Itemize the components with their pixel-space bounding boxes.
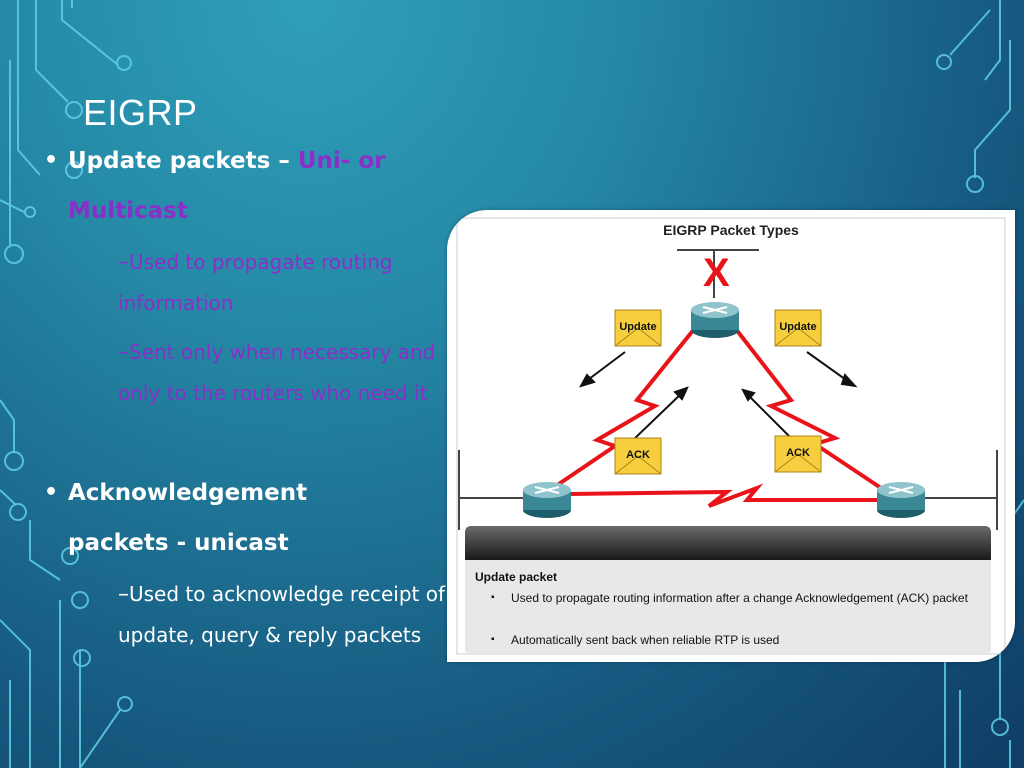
panel-header-bar — [465, 526, 991, 560]
envelope-icon — [774, 309, 822, 347]
panel-heading: Update packet — [475, 570, 558, 584]
router-icon — [877, 482, 925, 518]
bullet-dot: • — [44, 148, 59, 173]
sub-ack-1: –Used to acknowledge receipt of update, … — [118, 582, 445, 647]
envelope-label-update: Update — [779, 321, 817, 333]
envelope-label-update: Update — [619, 321, 657, 333]
bullet-update-accent: Uni- or Multicast — [68, 148, 386, 224]
diagram-graphic: X — [456, 217, 1006, 655]
bullet-update-packets: • Update packets – Uni- or Multicast — [44, 136, 438, 236]
router-icon — [523, 482, 571, 518]
sub-update-1-text: Used to propagate routing information — [118, 250, 393, 315]
panel-item-text: Automatically sent back when reliable RT… — [511, 633, 780, 647]
slide-title: EIGRP — [83, 92, 198, 133]
sub-update-2: –Sent only when necessary and only to th… — [118, 340, 436, 405]
diagram-title: EIGRP Packet Types — [663, 222, 799, 238]
envelope-label-ack: ACK — [786, 447, 810, 459]
envelope-label-ack: ACK — [626, 449, 650, 461]
sub-update-2-text: Sent only when necessary and only to the… — [118, 340, 436, 405]
envelope-icon — [614, 437, 662, 475]
router-icon — [691, 302, 739, 338]
panel-item: ▪Used to propagate routing information a… — [491, 591, 968, 605]
link-left — [545, 326, 697, 494]
bullet-dot: • — [44, 480, 59, 505]
diagram-frame: X — [447, 210, 1015, 662]
link-bottom — [568, 483, 877, 508]
panel-item-text: Used to propagate routing information af… — [511, 591, 968, 605]
envelope-icon — [614, 309, 662, 347]
bullet-ack-main: Acknowledgement packets - unicast — [68, 480, 308, 556]
sub-ack-1-text: Used to acknowledge receipt of update, q… — [118, 582, 445, 647]
panel-item: ▪Automatically sent back when reliable R… — [491, 633, 780, 647]
bullet-update-main: Update packets – — [68, 148, 298, 174]
bullet-ack-packets: • Acknowledgement packets - unicast — [44, 468, 398, 568]
sub-update-1: –Used to propagate routing information — [118, 250, 393, 315]
failure-x-mark: X — [703, 251, 730, 295]
info-panel: Update packet ▪Used to propagate routing… — [465, 526, 991, 654]
envelope-icon — [774, 435, 822, 473]
link-right — [733, 326, 889, 494]
